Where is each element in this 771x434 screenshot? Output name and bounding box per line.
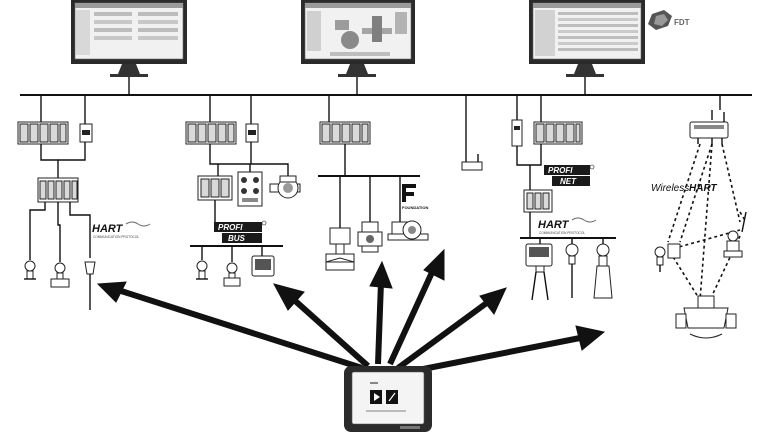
pressure-transmitter-icon-5: [565, 243, 579, 298]
plc-rack-icon: [17, 121, 69, 145]
display-unit-icon: [251, 255, 275, 277]
workstation-left: [71, 0, 187, 77]
hart-logo-right: HART COMMUNICATION PROTOCOL: [538, 217, 597, 235]
profinet-logo-bottom: NET: [560, 177, 577, 186]
flow-meter-icon-2: [357, 221, 383, 253]
profibus-logo-bottom: BUS: [228, 234, 246, 243]
hart-logo-left-text: HART: [92, 223, 124, 235]
foundation-logo: FOUNDATION: [402, 184, 428, 210]
flow-meter-icon-4: [675, 295, 737, 339]
wireless-hart-logo: Wireless HART: [651, 183, 717, 194]
segment-foundation: FOUNDATION: [318, 95, 429, 271]
wireless-hart-logo-prefix: Wireless: [651, 183, 689, 194]
radar-level-icon: [525, 243, 553, 301]
valve-icon: [325, 227, 355, 271]
temperature-probe-icon: [84, 261, 96, 310]
profibus-logo: PROFI BUS: [214, 220, 267, 243]
hart-logo-right-text: HART: [538, 219, 570, 231]
io-module-icon-3: [237, 171, 263, 207]
pressure-transmitter-icon-6: [654, 243, 681, 272]
gateway-icon-2: [245, 123, 259, 143]
flow-meter-icon: [269, 175, 301, 199]
profinet-logo-top: PROFI: [548, 166, 573, 175]
tablet-icon: [344, 366, 432, 432]
pressure-transmitter-icon-7: [723, 211, 747, 258]
plc-rack-icon-2: [185, 121, 237, 145]
hart-logo-left: HART COMMUNICATION PROTOCOL: [92, 221, 151, 239]
wireless-mesh-links: [667, 143, 747, 301]
segment-profibus: PROFI BUS: [185, 95, 301, 287]
gateway-icon-3: [511, 119, 523, 147]
workstation-right: [529, 0, 645, 77]
workstation-center: [301, 0, 415, 77]
fdt-logo: FDT: [648, 10, 690, 30]
segment-profinet: PROFI NET HART COMMUNICATION PROTOCOL: [511, 95, 616, 301]
fdt-logo-text: FDT: [674, 18, 690, 27]
io-module-icon-4: [523, 189, 553, 213]
plc-rack-icon-4: [533, 121, 583, 145]
plc-rack-icon-3: [319, 121, 371, 145]
pressure-transmitter-icon-3: [196, 260, 208, 280]
profibus-logo-top: PROFI: [218, 223, 243, 232]
hart-logo-right-subtitle: COMMUNICATION PROTOCOL: [539, 231, 585, 235]
wireless-hart-logo-suffix: HART: [689, 183, 717, 194]
io-module-icon-2: [197, 175, 233, 201]
access-point-icon: [461, 95, 483, 171]
pressure-transmitter-icon-4: [223, 262, 241, 287]
pressure-transmitter-icon-2: [50, 262, 70, 288]
tablet-connection-arrows: [96, 248, 606, 375]
flow-meter-icon-3: [387, 220, 429, 241]
io-module-icon: [37, 177, 79, 203]
profinet-logo: PROFI NET: [544, 164, 595, 186]
radar-level-icon-2: [593, 243, 613, 299]
gateway-icon: [79, 123, 93, 143]
hart-logo-left-subtitle: COMMUNICATION PROTOCOL: [93, 235, 139, 239]
pressure-transmitter-icon: [24, 260, 36, 280]
segment-wireless-hart: Wireless HART: [651, 95, 747, 339]
segment-hart-left: HART COMMUNICATION PROTOCOL: [17, 95, 151, 310]
foundation-logo-text: FOUNDATION: [402, 205, 428, 210]
wireless-gateway-icon: [689, 112, 729, 144]
